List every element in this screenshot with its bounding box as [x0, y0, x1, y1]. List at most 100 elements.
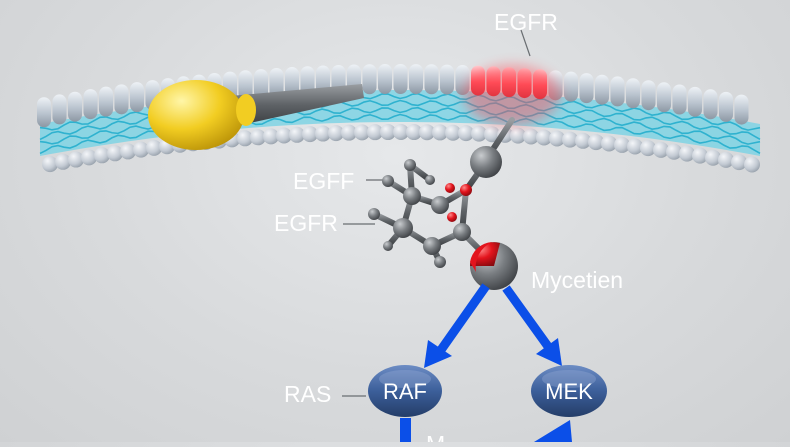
- lipid-head: [393, 124, 409, 141]
- arrow-to-mek-head: [536, 338, 562, 366]
- lipid-head: [510, 127, 526, 144]
- lipid-head: [55, 153, 71, 170]
- lipid-head: [445, 124, 461, 141]
- arrow-from-mek: [534, 420, 572, 442]
- label-egfr-top: EGFR: [494, 9, 558, 35]
- label-egff: EGFF: [293, 168, 354, 194]
- lipid-head: [703, 89, 718, 120]
- lipid-head: [133, 141, 149, 158]
- lipid-head: [640, 140, 656, 157]
- lipid-head: [52, 94, 67, 125]
- lipid-head: [601, 135, 617, 152]
- pathway-arrows: [400, 283, 572, 447]
- lipid-head: [81, 149, 97, 166]
- lipid-head: [424, 64, 439, 95]
- arrow-to-raf: [432, 283, 490, 360]
- lipid-head: [146, 139, 162, 156]
- lipid-head: [471, 125, 487, 142]
- lipid-head: [692, 147, 708, 164]
- lipid-head: [719, 91, 733, 122]
- receptor-glow: [464, 65, 560, 125]
- lipid-head: [718, 151, 734, 168]
- lipid-head: [406, 124, 422, 141]
- label-ras: RAS: [284, 381, 331, 407]
- leader-lines: [342, 29, 531, 397]
- lipid-head: [458, 125, 474, 142]
- lipid-head: [94, 147, 110, 164]
- lipid-head: [99, 86, 113, 117]
- lipid-head: [68, 151, 84, 168]
- label-mycetien: Mycetien: [531, 267, 623, 293]
- lipid-head: [302, 126, 318, 143]
- lipid-head: [276, 127, 292, 144]
- lipid-head: [130, 82, 144, 113]
- lipid-head: [440, 64, 454, 95]
- small-molecule: [368, 117, 515, 268]
- lipid-head: [393, 64, 408, 95]
- lipid-head: [484, 126, 500, 143]
- mek-node: [531, 365, 607, 417]
- lipid-head: [328, 125, 344, 142]
- lipid-head: [614, 136, 630, 153]
- label-egfr-left: EGFR: [274, 210, 338, 236]
- lipid-head: [744, 156, 760, 173]
- label-partial-bottom: M: [426, 431, 445, 442]
- lipid-head: [657, 82, 671, 113]
- lipid-head: [254, 69, 268, 100]
- lipid-head: [579, 73, 594, 104]
- lipid-head: [341, 124, 357, 141]
- lipid-head: [731, 154, 747, 171]
- lipid-head: [595, 74, 609, 105]
- lipid-head: [83, 89, 98, 120]
- lipid-head: [679, 145, 695, 162]
- lipid-head: [114, 84, 129, 115]
- lipid-head: [120, 143, 136, 160]
- lipid-head: [263, 128, 279, 145]
- lipid-head: [409, 64, 423, 95]
- lipid-head: [380, 124, 396, 141]
- lipid-head: [378, 64, 392, 95]
- lipid-head: [107, 145, 123, 162]
- lipid-head: [269, 68, 284, 99]
- lipid-head: [289, 126, 305, 143]
- lipid-head: [575, 132, 591, 149]
- yellow-ligand: [148, 80, 364, 150]
- lipid-head: [419, 124, 435, 141]
- lipid-head: [237, 130, 253, 147]
- lipid-head: [37, 97, 51, 128]
- lipid-head: [672, 84, 687, 115]
- lipid-head: [734, 94, 749, 125]
- arrow-to-mek: [502, 285, 556, 355]
- mycetien-atom: [470, 242, 518, 290]
- lipid-head: [536, 129, 552, 146]
- lipid-head: [562, 131, 578, 148]
- lipid-head: [523, 128, 539, 145]
- lipid-head: [705, 149, 721, 166]
- lipid-head: [432, 124, 448, 141]
- lipid-head: [666, 143, 682, 160]
- label-raf: RAF: [383, 379, 427, 404]
- lipid-head: [641, 80, 656, 111]
- lipid-head: [549, 130, 565, 147]
- lipid-head: [315, 125, 331, 142]
- lipid-head: [653, 141, 669, 158]
- lipid-head: [250, 129, 266, 146]
- lipid-head: [367, 124, 383, 141]
- lipid-head: [688, 86, 702, 117]
- lipid-head: [238, 70, 253, 101]
- lipid-head: [42, 156, 58, 173]
- lipid-head: [564, 71, 578, 102]
- raf-node: [368, 365, 442, 417]
- lipid-head: [627, 138, 643, 155]
- arrow-down-from-raf: [400, 418, 411, 447]
- lipid-head: [362, 64, 377, 95]
- label-mek: MEK: [545, 379, 593, 404]
- lipid-head: [68, 91, 82, 122]
- lipid-head: [610, 76, 625, 107]
- arrow-to-raf-head: [424, 340, 452, 368]
- lipid-head: [626, 78, 640, 109]
- lipid-head: [285, 67, 299, 98]
- lipid-head: [588, 134, 604, 151]
